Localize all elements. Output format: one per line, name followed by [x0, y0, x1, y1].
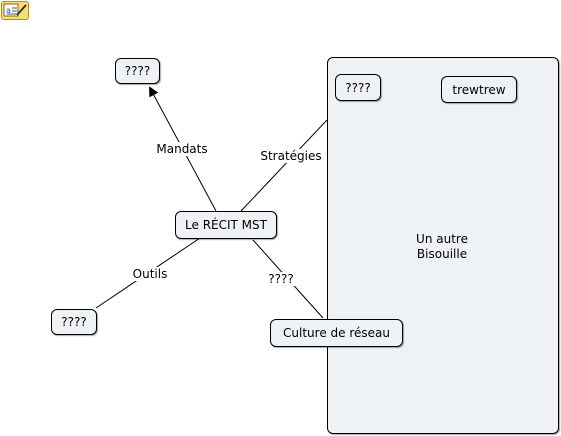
- link-label-strategies: Stratégies: [258, 149, 324, 163]
- concept-node-top[interactable]: ????: [115, 58, 160, 84]
- link-strategies: [240, 119, 328, 212]
- group-node-inner-right[interactable]: trewtrew: [441, 76, 517, 103]
- concept-node-left[interactable]: ????: [51, 309, 97, 335]
- group-label: Un autre Bisouille: [416, 232, 468, 261]
- note-edit-glyph: a: [3, 3, 27, 17]
- link-label-outils: Outils: [130, 267, 170, 281]
- svg-text:a: a: [6, 6, 11, 15]
- group-panel[interactable]: [327, 57, 559, 434]
- note-edit-icon[interactable]: a: [1, 1, 29, 20]
- group-node-inner-left[interactable]: ????: [335, 74, 381, 101]
- link-label-unknown: ????: [266, 272, 296, 286]
- concept-node-bottom[interactable]: Culture de réseau: [270, 319, 403, 347]
- concept-node-center[interactable]: Le RÉCIT MST: [175, 211, 277, 239]
- link-label-mandats: Mandats: [154, 142, 210, 156]
